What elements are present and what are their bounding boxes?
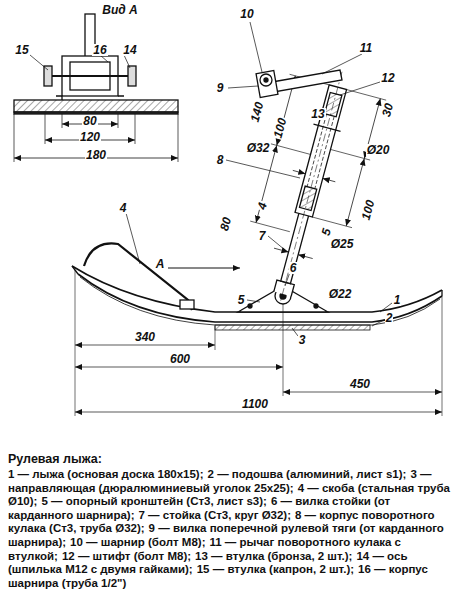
callout-number: 10 <box>239 8 254 20</box>
parts-list: Рулевая лыжа: 1 — лыжа (основая доска 18… <box>8 452 452 590</box>
callout-number: 16 <box>92 44 107 56</box>
dimension: 340 <box>134 331 156 343</box>
callout-number: 2 <box>385 312 394 324</box>
list-item: 10 — шарнир (болт М8); <box>70 536 205 548</box>
view-title: Вид А <box>101 4 138 16</box>
callout-number: 3 <box>298 334 307 346</box>
dimension: 80 <box>218 215 234 233</box>
dimension: 100 <box>359 198 376 222</box>
callout-number: 6 <box>289 262 298 274</box>
dimension: 1100 <box>241 398 269 410</box>
callout-number: 4 <box>119 202 128 214</box>
list-item: 2 — подошва (алюминий, лист s1); <box>208 468 407 480</box>
callout-number: 8 <box>216 154 225 166</box>
callout-number: 9 <box>216 82 225 94</box>
dimension: 120 <box>79 131 101 143</box>
list-item: 12 — штифт (болт М8); <box>62 550 191 562</box>
dimension: 4 <box>255 200 269 211</box>
dimension: 5 <box>319 226 333 237</box>
dimension: 600 <box>169 353 191 365</box>
dimension: Ø32 <box>246 142 271 154</box>
dimension: 180 <box>85 149 107 161</box>
list-item: 1 — лыжа (основая доска 180х15); <box>8 468 204 480</box>
callout-number: 7 <box>258 230 267 242</box>
callout-number: 1 <box>393 294 402 306</box>
parts-list-body: 1 — лыжа (основая доска 180х15); 2 — подо… <box>8 468 452 590</box>
dimension: 140 <box>248 100 265 124</box>
list-item: 15 — втулка (капрон, 2 шт.); <box>197 563 354 575</box>
dimension: 80 <box>82 115 97 127</box>
dimension: 100 <box>271 116 288 140</box>
dimension: 450 <box>349 378 371 390</box>
dimension: Ø25 <box>330 238 355 250</box>
callout-number: 15 <box>14 44 29 56</box>
list-title: Рулевая лыжа: <box>8 452 452 466</box>
callout-number: 5 <box>237 294 246 306</box>
list-item: 13 — втулка (бронза, 2 шт.); <box>195 550 352 562</box>
callout-number: 12 <box>380 72 395 84</box>
callout-number: 14 <box>122 44 137 56</box>
dimension: Ø22 <box>328 288 353 300</box>
list-item: 7 — стойка (Ст3, круг Ø32); <box>138 509 291 521</box>
dimension: 30 <box>380 101 396 119</box>
list-item: 5 — опорный кронштейн (Ст3, лист s3); <box>41 495 267 507</box>
callout-number: 13 <box>310 108 325 120</box>
callout-number: 11 <box>359 42 373 54</box>
dimension: Ø20 <box>366 144 391 156</box>
view-letter: A <box>155 258 166 270</box>
